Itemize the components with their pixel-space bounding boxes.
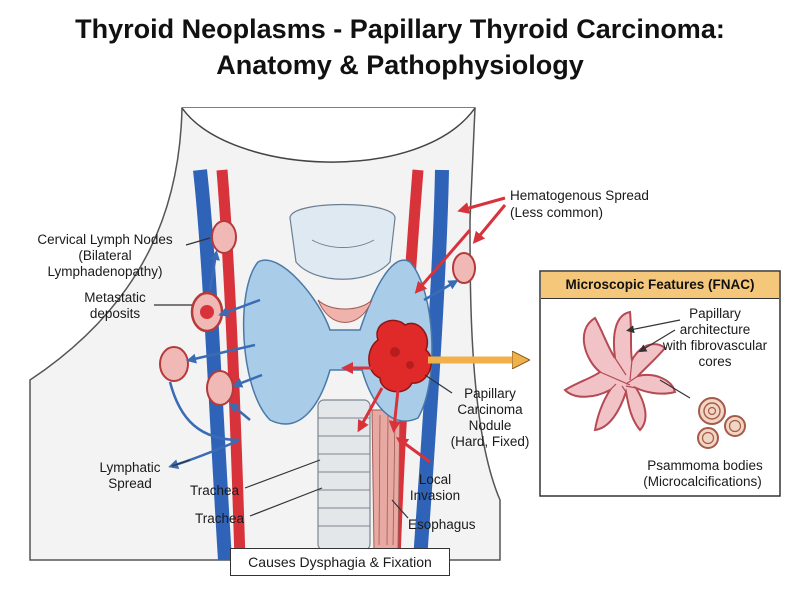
metastatic-deposits-label-2: deposits [89, 306, 141, 321]
local-invasion-label-2: Invasion [409, 488, 461, 503]
esophagus [371, 409, 401, 551]
thyroid-cartilage [289, 203, 396, 280]
lymphatic-spread-label-2: Spread [108, 476, 152, 491]
hematogenous-spread-arrows [414, 196, 507, 294]
cervical-lymph-nodes-note-2: Lymphadenopathy) [47, 264, 163, 279]
nodule-label-2: Carcinoma [457, 402, 523, 417]
psammoma-bodies [697, 397, 746, 449]
metastatic-deposits-label-1: Metastatic [84, 290, 146, 305]
local-invasion-arrows [341, 362, 431, 464]
nodule-label-1: Papillary [464, 386, 516, 401]
leader-lines [154, 237, 453, 519]
lymphatic-spread-arrows [168, 250, 459, 470]
fnac-panel-title: Microscopic Features (FNAC) [541, 272, 779, 299]
lymphatic-spread-label-1: Lymphatic [99, 460, 161, 475]
cervical-lymph-nodes [159, 220, 476, 406]
diagram-title-line-2: Anatomy & Pathophysiology [216, 50, 584, 80]
papillary-architecture-label-3: with fibrovascular [662, 338, 768, 353]
trachea [317, 399, 371, 551]
psammoma-pointer-line [659, 379, 691, 399]
carcinoma-nodule [368, 319, 432, 393]
hematogenous-spread-label: Hematogenous Spread [510, 188, 649, 203]
psammoma-bodies-label: Psammoma bodies [647, 458, 763, 473]
trachea-label-upper: Trachea [190, 483, 240, 498]
local-invasion-label-1: Local [418, 472, 452, 487]
esophagus-label: Esophagus [408, 517, 476, 532]
diagram-title-line-1: Thyroid Neoplasms - Papillary Thyroid Ca… [75, 14, 725, 44]
papillary-architecture-illustration [563, 310, 677, 432]
trachea-label-lower: Trachea [195, 511, 245, 526]
cervical-lymph-nodes-note-1: (Bilateral [78, 248, 132, 263]
nodule-label-3: Nodule [468, 418, 512, 433]
hematogenous-spread-note: (Less common) [510, 205, 604, 220]
nodule-label-4: (Hard, Fixed) [450, 434, 530, 449]
dysphagia-caption: Causes Dysphagia & Fixation [230, 548, 450, 576]
cervical-lymph-nodes-label: Cervical Lymph Nodes [37, 232, 173, 247]
papillary-architecture-label-1: Papillary [689, 306, 741, 321]
papillary-architecture-label-2: architecture [679, 322, 751, 337]
papillary-architecture-label-4: cores [698, 354, 732, 369]
papillary-pointer-lines [626, 319, 681, 353]
psammoma-bodies-note: (Microcalcifications) [643, 474, 762, 489]
